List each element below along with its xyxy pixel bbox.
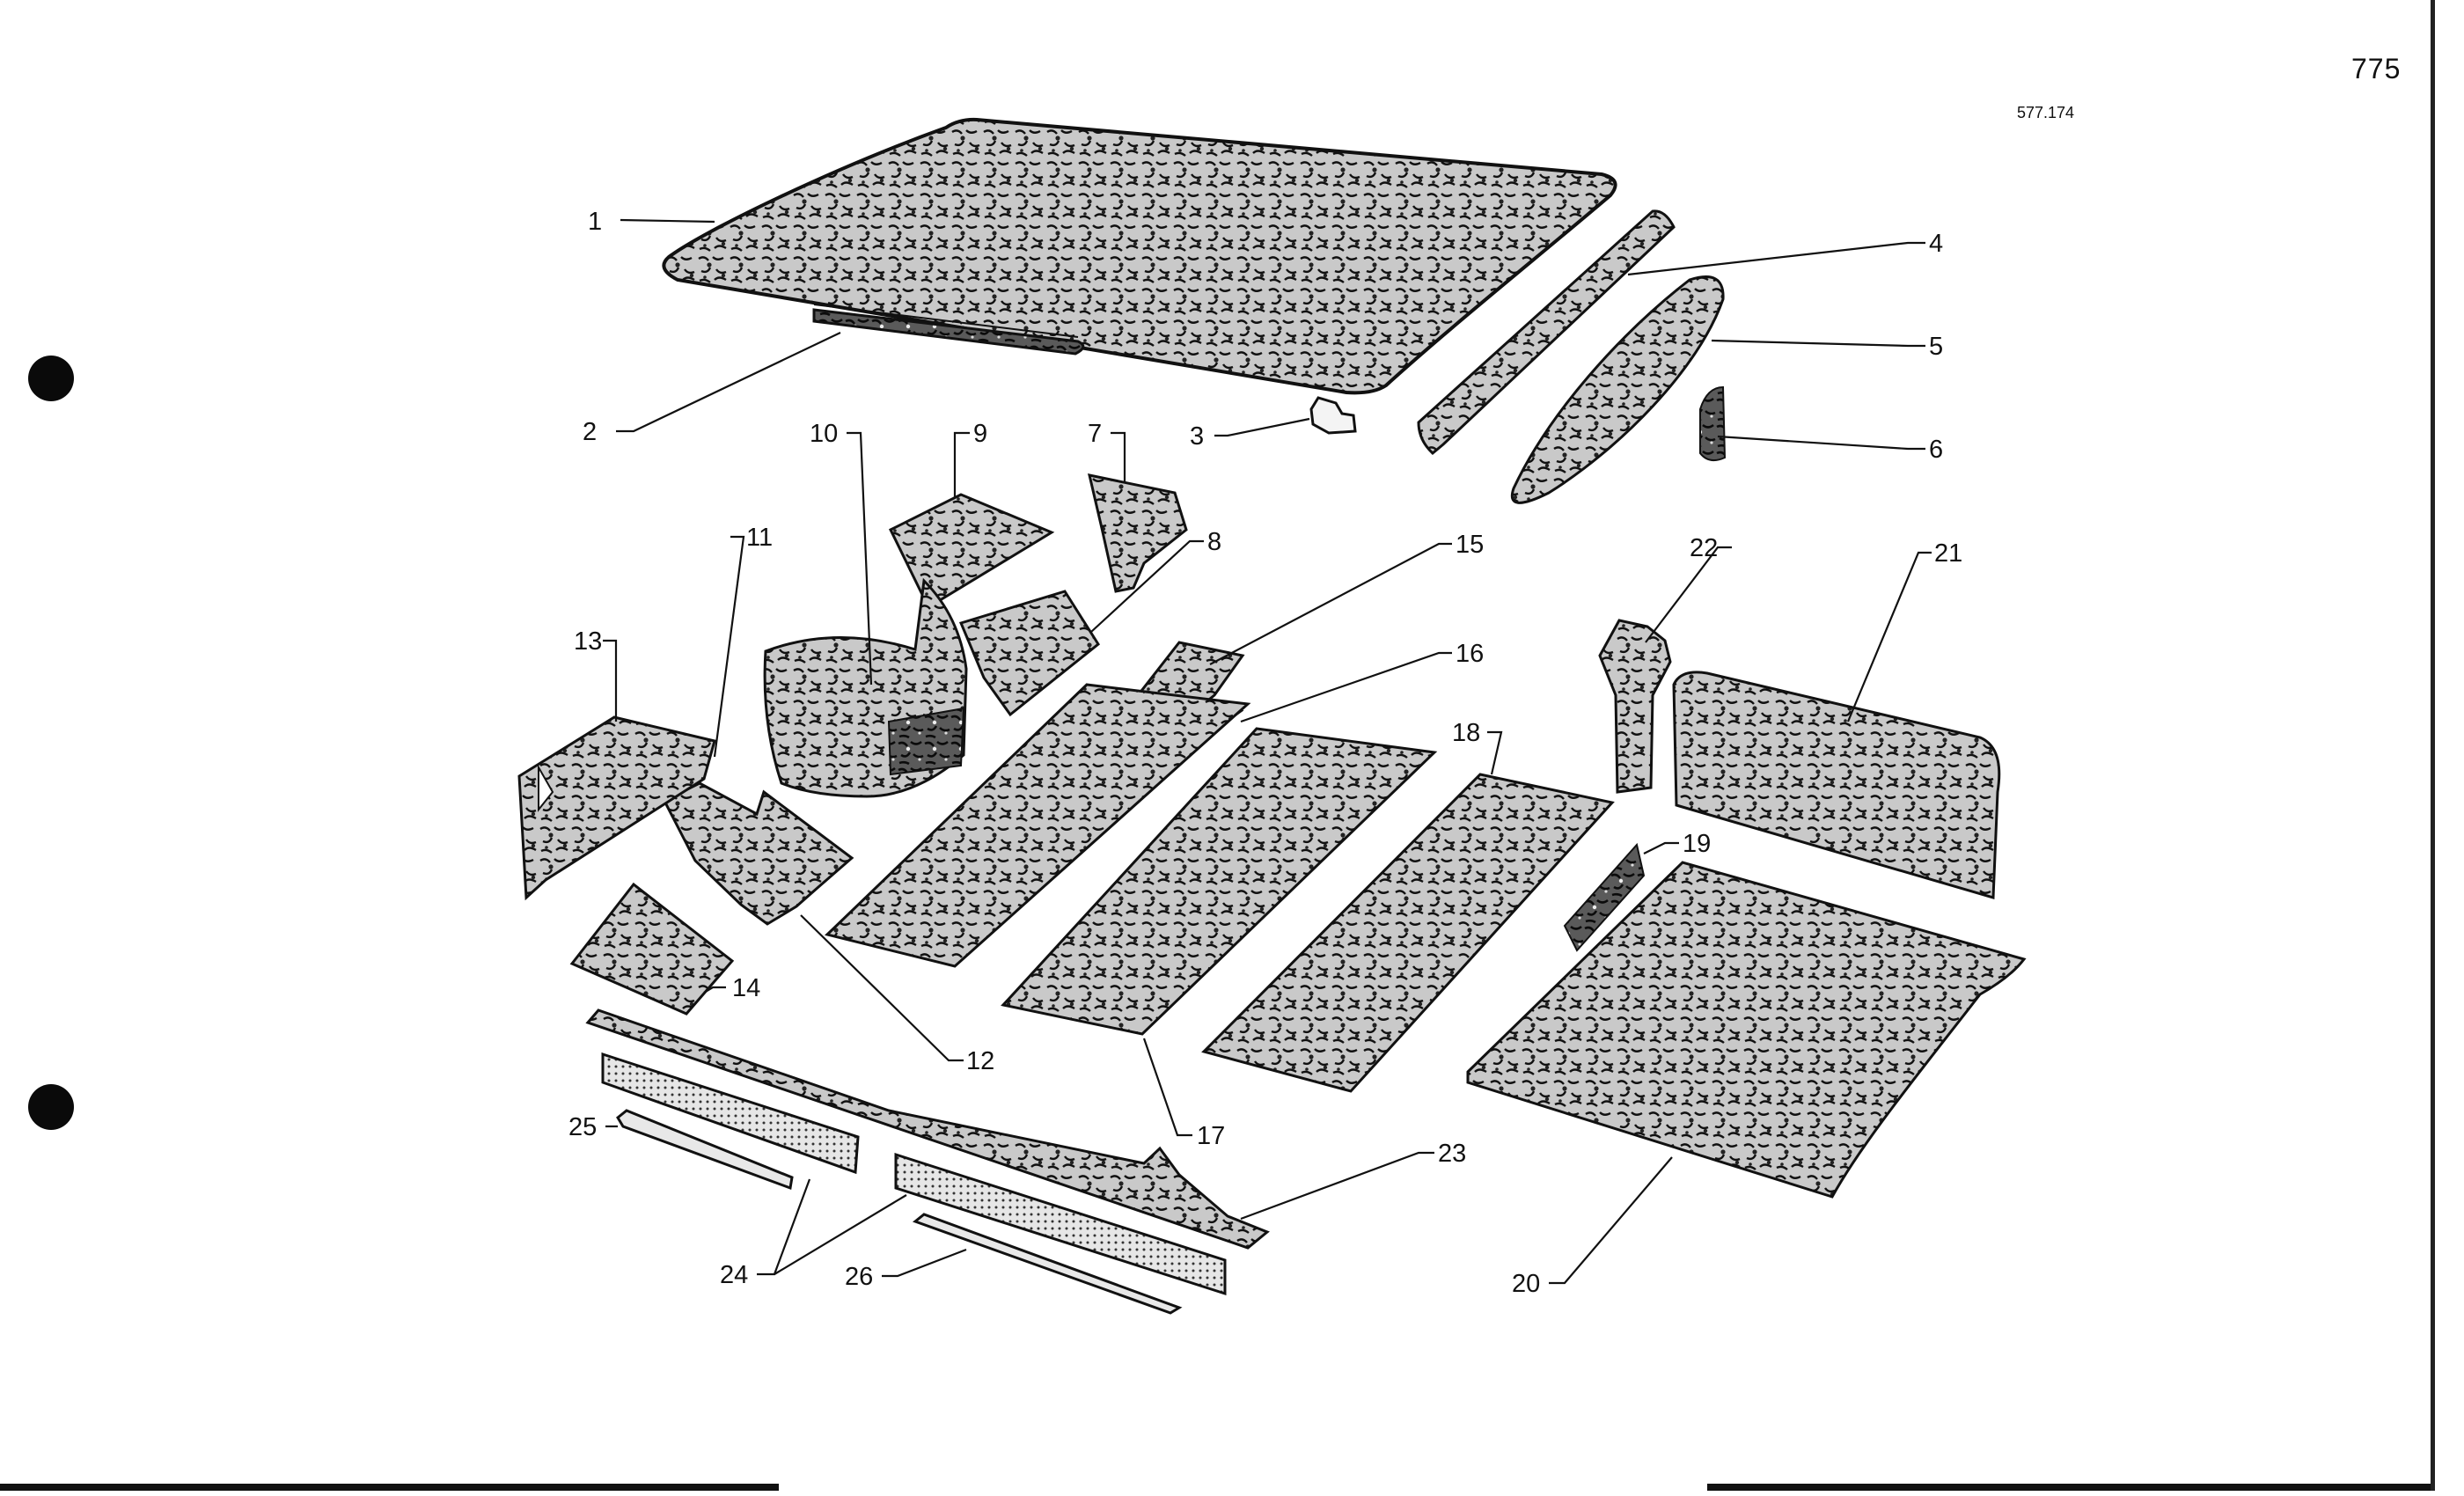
callout-4: 4 xyxy=(1929,230,1943,258)
right-rule xyxy=(2431,0,2435,1491)
callout-24: 24 xyxy=(720,1261,748,1289)
callout-19: 19 xyxy=(1683,830,1711,858)
callout-7: 7 xyxy=(1088,420,1102,448)
part-13-side-panel xyxy=(517,715,716,901)
part-6-pad xyxy=(1699,385,1727,462)
callout-9: 9 xyxy=(973,420,987,448)
page-number: 775 xyxy=(2351,53,2402,84)
part-22-bracket xyxy=(1598,619,1672,794)
bottom-rule-left xyxy=(0,1484,779,1491)
callout-12: 12 xyxy=(966,1047,994,1075)
callout-16: 16 xyxy=(1456,640,1484,668)
part-12-tunnel-piece xyxy=(662,781,854,926)
part-18-floor-mat xyxy=(1201,773,1615,1093)
leader-lines xyxy=(603,218,1932,1285)
callout-26: 26 xyxy=(845,1263,873,1291)
part-21-seat-back-panel xyxy=(1672,671,2001,899)
part-24-mesh-strip-left xyxy=(601,1052,860,1175)
part-14-panel xyxy=(569,882,735,1016)
callout-labels: 1 2 3 4 5 6 7 8 9 10 11 12 13 14 15 16 1… xyxy=(568,208,1962,1298)
callout-10: 10 xyxy=(810,420,838,448)
bottom-rule-right xyxy=(1707,1484,2433,1491)
callout-21: 21 xyxy=(1934,539,1962,568)
part-2-strip xyxy=(812,308,1085,356)
drawing-reference: 577.174 xyxy=(2017,104,2075,121)
callout-3: 3 xyxy=(1190,422,1204,451)
callout-5: 5 xyxy=(1929,333,1943,361)
part-26-trim-bar xyxy=(912,1213,1183,1315)
punch-hole-bottom xyxy=(28,1084,74,1130)
callout-2: 2 xyxy=(583,418,597,446)
callout-22: 22 xyxy=(1690,534,1718,562)
callout-6: 6 xyxy=(1929,436,1943,464)
part-8-panel xyxy=(958,590,1100,717)
part-17-floor-mat xyxy=(1001,727,1438,1036)
part-9-panel xyxy=(888,493,1055,610)
part-24-mesh-strip-right xyxy=(894,1152,1227,1296)
part-20-rear-mat xyxy=(1466,861,2027,1199)
part-25-trim-bar xyxy=(616,1109,794,1191)
punch-hole-top xyxy=(28,356,74,401)
callout-18: 18 xyxy=(1452,719,1480,747)
part-5-oval-panel xyxy=(1511,275,1725,504)
callout-8: 8 xyxy=(1207,528,1221,556)
part-23-sill-strip xyxy=(585,1008,1270,1250)
part-4-rail-panel xyxy=(1417,209,1676,456)
callout-20: 20 xyxy=(1512,1270,1540,1298)
callout-23: 23 xyxy=(1438,1140,1466,1168)
part-1-headliner xyxy=(662,117,1617,395)
part-16-floor-mat xyxy=(825,683,1251,968)
callout-1: 1 xyxy=(588,208,602,236)
callout-14: 14 xyxy=(732,974,760,1002)
callout-25: 25 xyxy=(568,1113,597,1141)
part-19-strip xyxy=(1563,842,1646,952)
callout-11: 11 xyxy=(746,524,773,552)
callout-13: 13 xyxy=(574,627,602,656)
part-3-clip xyxy=(1309,396,1357,435)
callout-15: 15 xyxy=(1456,531,1484,559)
part-7-panel xyxy=(1088,473,1188,593)
callout-17: 17 xyxy=(1197,1122,1225,1150)
